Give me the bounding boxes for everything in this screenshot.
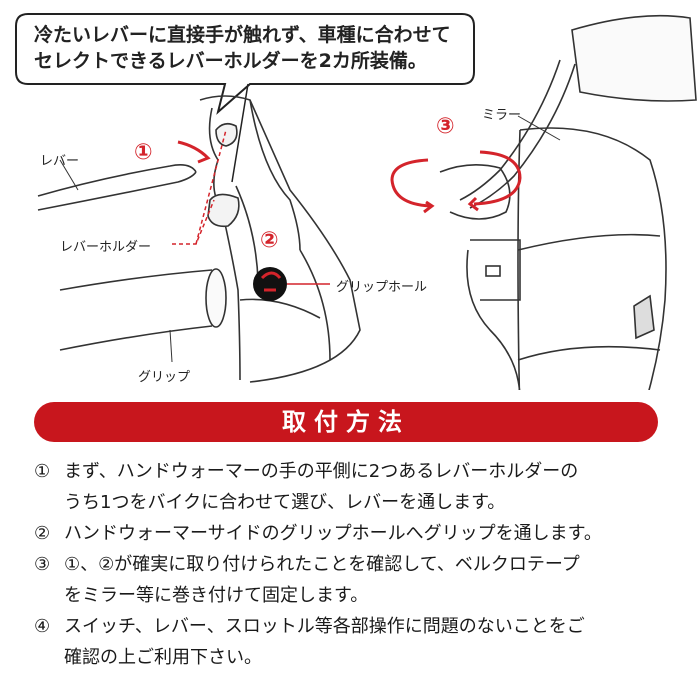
callout-line-2: セレクトできるレバーホルダーを2カ所装備。 bbox=[34, 50, 427, 72]
callout-text: 冷たいレバーに直接手が触れず、車種に合わせて セレクトできるレバーホルダーを2カ… bbox=[34, 22, 474, 74]
rotation-arrows bbox=[390, 150, 522, 214]
section-title-bar: 取付方法 bbox=[34, 402, 658, 442]
instruction-step-3: ③ ①、②が確実に取り付けられたことを確認して、ベルクロテープ をミラー等に巻き… bbox=[34, 549, 674, 611]
instruction-step-1: ① まず、ハンドウォーマーの手の平側に2つあるレバーホルダーの うち1つをバイク… bbox=[34, 456, 674, 518]
instruction-list: ① まず、ハンドウォーマーの手の平側に2つあるレバーホルダーの うち1つをバイク… bbox=[34, 456, 674, 673]
label-lever-holder: レバーホルダー bbox=[60, 240, 152, 255]
step-number: ② bbox=[34, 523, 51, 544]
step-text: ハンドウォーマーサイドのグリップホールへグリップを通します。 bbox=[64, 523, 602, 544]
lever-shape bbox=[37, 164, 197, 211]
label-lever: レバー bbox=[40, 154, 80, 169]
step-number: ④ bbox=[34, 616, 51, 637]
grip-shape bbox=[59, 268, 227, 351]
marker-3: ③ bbox=[436, 114, 455, 139]
label-grip: グリップ bbox=[138, 370, 191, 385]
step-number: ① bbox=[34, 461, 51, 482]
instruction-step-2: ② ハンドウォーマーサイドのグリップホールへグリップを通します。 bbox=[34, 518, 674, 549]
step-text: ①、②が確実に取り付けられたことを確認して、ベルクロテープ をミラー等に巻き付け… bbox=[64, 554, 580, 606]
right-hand-warmer bbox=[439, 14, 697, 421]
instruction-step-4: ④ スイッチ、レバー、スロットル等各部操作に問題のないことをご 確認の上ご利用下… bbox=[34, 611, 674, 673]
illustration-svg bbox=[15, 13, 697, 421]
lever-arrow bbox=[177, 140, 211, 164]
marker-1: ① bbox=[134, 140, 153, 165]
step-text: スイッチ、レバー、スロットル等各部操作に問題のないことをご 確認の上ご利用下さい… bbox=[64, 616, 585, 668]
callout-line-1: 冷たいレバーに直接手が触れず、車種に合わせて bbox=[34, 24, 451, 46]
section-title: 取付方法 bbox=[282, 408, 410, 436]
installation-diagram: 冷たいレバーに直接手が触れず、車種に合わせて セレクトできるレバーホルダーを2カ… bbox=[15, 13, 697, 421]
step-text: まず、ハンドウォーマーの手の平側に2つあるレバーホルダーの うち1つをバイクに合… bbox=[64, 461, 579, 513]
step-number: ③ bbox=[34, 554, 51, 575]
label-grip-hole: グリップホール bbox=[336, 280, 428, 295]
label-mirror: ミラー bbox=[482, 108, 522, 123]
left-hand-warmer bbox=[199, 95, 361, 383]
callout-bubble bbox=[15, 13, 475, 115]
marker-2: ② bbox=[260, 228, 279, 253]
